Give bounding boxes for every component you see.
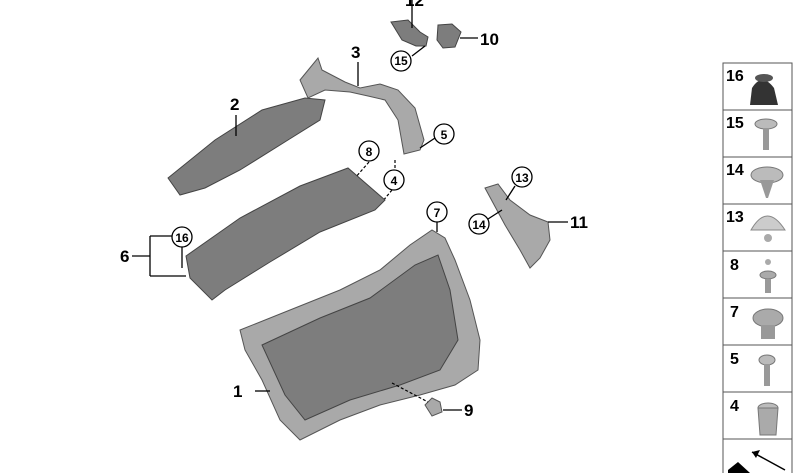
callout-13: 13 — [515, 171, 529, 185]
callout-3: 3 — [351, 43, 360, 62]
legend-arrow-icon[interactable] — [722, 438, 793, 473]
legend-item-5[interactable]: 5 — [722, 344, 793, 393]
callout-16: 16 — [175, 231, 189, 245]
svg-text:4: 4 — [730, 398, 739, 415]
callout-9: 9 — [464, 401, 473, 420]
legend-item-14[interactable]: 14 — [722, 156, 793, 205]
callout-12: 12 — [405, 0, 424, 10]
legend-item-16[interactable]: 16 — [722, 62, 793, 111]
svg-text:8: 8 — [730, 257, 739, 274]
part-9-fastener[interactable] — [424, 397, 443, 417]
part-3-trim[interactable] — [299, 56, 425, 155]
callout-10: 10 — [480, 30, 499, 49]
callout-14: 14 — [472, 218, 486, 232]
svg-text:13: 13 — [726, 209, 744, 226]
part-12-bracket[interactable] — [390, 19, 429, 47]
part-11-pillar-trim[interactable] — [484, 183, 551, 269]
part-10-clip[interactable] — [436, 23, 462, 49]
callout-8: 8 — [366, 145, 373, 159]
svg-text:7: 7 — [730, 304, 739, 321]
callout-5: 5 — [441, 128, 448, 142]
callout-15-top: 15 — [394, 54, 408, 68]
callout-7: 7 — [434, 206, 441, 220]
part-1-tailgate-trim[interactable] — [239, 229, 481, 441]
svg-text:16: 16 — [726, 68, 744, 85]
callout-2: 2 — [230, 95, 239, 114]
legend-item-7[interactable]: 7 — [722, 297, 793, 346]
legend-item-4[interactable]: 4 — [722, 391, 793, 440]
callout-6: 6 — [120, 247, 129, 266]
parts-legend: 16 15 14 13 8 — [722, 62, 793, 473]
legend-item-15[interactable]: 15 — [722, 109, 793, 158]
part-2-panel[interactable] — [167, 97, 326, 196]
svg-text:5: 5 — [730, 351, 739, 368]
svg-text:14: 14 — [726, 162, 744, 179]
legend-item-13[interactable]: 13 — [722, 203, 793, 252]
part-6-parcel-shelf[interactable] — [185, 167, 386, 301]
legend-item-8[interactable]: 8 — [722, 250, 793, 299]
callout-11: 11 — [570, 213, 588, 232]
callout-1: 1 — [233, 382, 242, 401]
callout-4: 4 — [391, 174, 398, 188]
svg-text:15: 15 — [726, 115, 744, 132]
